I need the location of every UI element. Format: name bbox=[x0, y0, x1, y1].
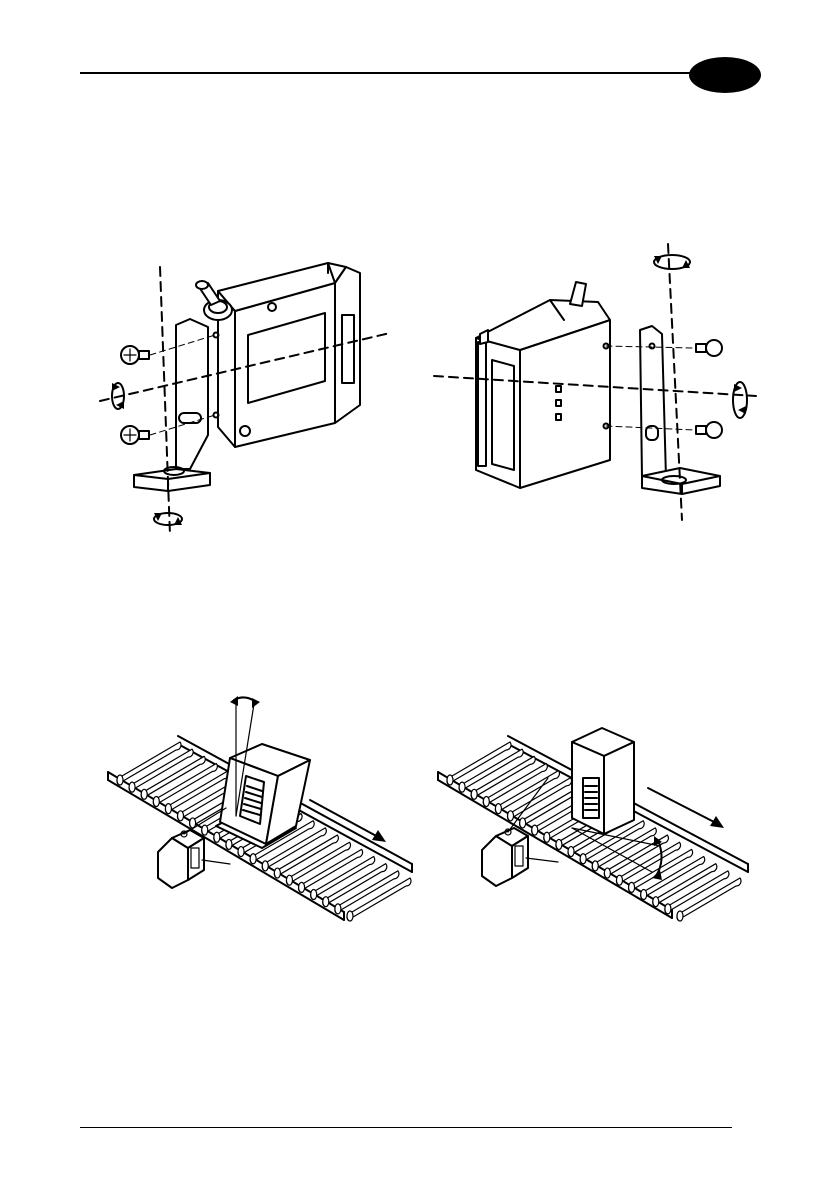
direction-arrow-icon bbox=[648, 788, 724, 828]
screw-icon bbox=[121, 346, 149, 364]
chapter-tab bbox=[689, 57, 761, 93]
rotation-arrow-icon bbox=[654, 255, 690, 269]
screw-icon bbox=[696, 340, 722, 356]
screw-icon bbox=[696, 422, 722, 438]
barcode-icon bbox=[583, 778, 599, 818]
footer-rule bbox=[80, 1127, 732, 1128]
header-rule bbox=[80, 72, 760, 74]
figure-bracket-mount-right bbox=[430, 238, 765, 528]
rotation-arrow-icon bbox=[154, 513, 182, 525]
package-icon bbox=[572, 728, 634, 834]
screw-icon bbox=[121, 426, 149, 444]
scanner-icon bbox=[196, 263, 360, 447]
figure-bracket-mount-left bbox=[90, 255, 410, 540]
mounting-bracket-icon bbox=[134, 319, 219, 491]
figure-conveyor-skew bbox=[432, 728, 757, 923]
figure-conveyor-pitch bbox=[100, 688, 420, 923]
package-icon bbox=[220, 744, 310, 844]
rotation-arrow-icon bbox=[733, 382, 747, 418]
